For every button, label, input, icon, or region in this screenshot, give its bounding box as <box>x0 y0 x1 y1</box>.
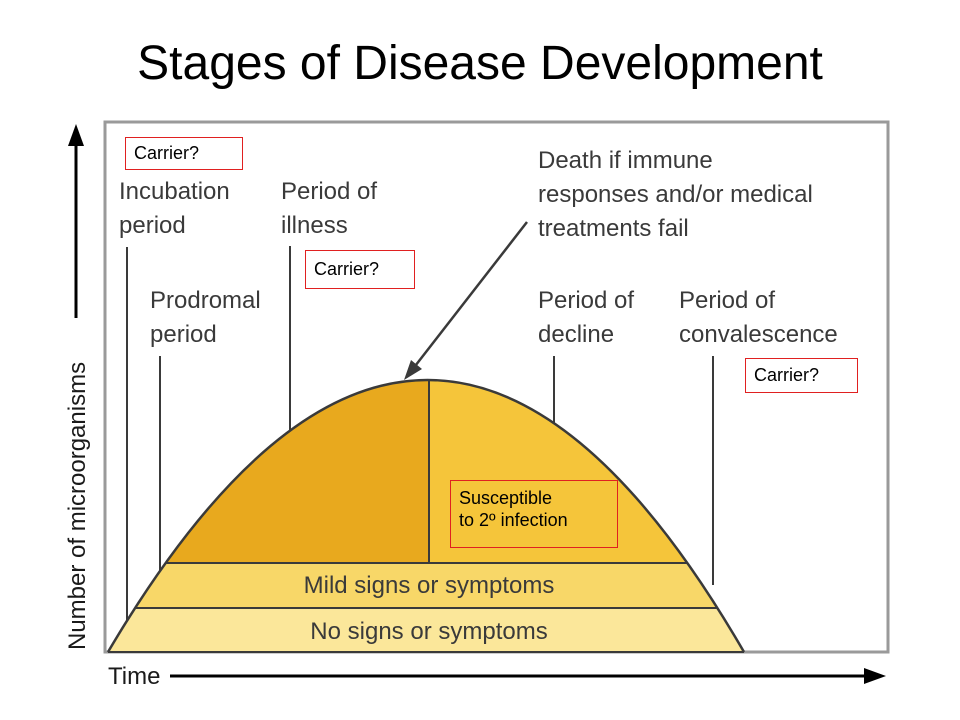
x-axis-label: Time <box>108 663 160 690</box>
y-axis-label: Number of microorganisms <box>64 362 91 650</box>
convalescence-label-line-1: Period of <box>679 287 775 314</box>
y-axis-arrow-head <box>68 124 84 146</box>
illness-label: Period of illness <box>281 178 384 239</box>
prodromal-label: Prodromal period <box>150 287 267 348</box>
secondary-infection-callout: Susceptible to 2º infection <box>450 480 618 548</box>
decline-label-line-1: Period of <box>538 287 634 314</box>
decline-label: Period of decline <box>538 287 641 348</box>
decline-label-line-2: decline <box>538 321 614 348</box>
death-note-line-1: Death if immune <box>538 147 713 174</box>
incubation-label: Incubation period <box>119 178 236 239</box>
prodromal-label-line-1: Prodromal <box>150 287 261 314</box>
no-signs-band-label: No signs or symptoms <box>310 618 547 645</box>
carrier-callout-convalescence: Carrier? <box>745 358 858 393</box>
secondary-infection-line-2: to 2º infection <box>459 510 568 530</box>
death-note-line-2: responses and/or medical <box>538 181 813 208</box>
page-title: Stages of Disease Development <box>137 37 823 90</box>
death-note-line-3: treatments fail <box>538 215 689 242</box>
death-note: Death if immune responses and/or medical… <box>538 147 820 242</box>
prodromal-label-line-2: period <box>150 321 217 348</box>
convalescence-label-line-2: convalescence <box>679 321 838 348</box>
illness-label-line-2: illness <box>281 212 348 239</box>
carrier-callout-incubation: Carrier? <box>125 137 243 170</box>
curve-outline <box>106 378 746 653</box>
secondary-infection-line-1: Susceptible <box>459 488 553 508</box>
death-arrow-shaft <box>411 221 528 371</box>
mild-band <box>108 563 744 608</box>
incubation-label-line-1: Incubation <box>119 178 230 205</box>
convalescence-label: Period of convalescence <box>679 287 838 348</box>
incubation-label-line-2: period <box>119 212 186 239</box>
no-signs-band <box>108 608 744 652</box>
death-arrow-head <box>404 360 422 380</box>
mild-band-label: Mild signs or symptoms <box>304 572 555 599</box>
x-axis-arrow-head <box>864 668 886 684</box>
carrier-callout-illness: Carrier? <box>305 250 415 289</box>
illness-label-line-1: Period of <box>281 178 377 205</box>
